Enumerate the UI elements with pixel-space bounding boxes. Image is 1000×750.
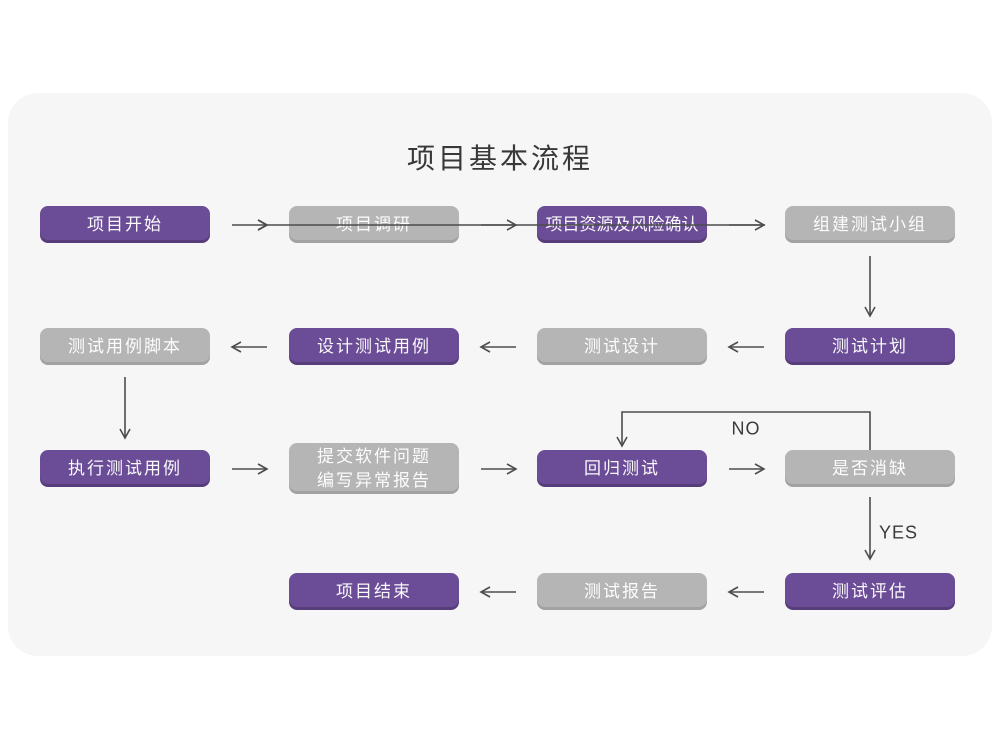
flow-node-label: 测试设计 [584,336,660,356]
flow-node-project-start: 项目开始 [40,206,210,243]
flow-node-defect-cleared: 是否消缺 [785,450,955,487]
flow-node-label: 测试评估 [832,581,908,601]
flow-node-test-plan: 测试计划 [785,328,955,365]
flow-node-label-line2: 编写异常报告 [317,470,431,490]
flow-node-label: 项目资源及风险确认 [545,214,699,234]
flow-node-label: 测试计划 [832,336,908,356]
flow-node-label: 项目调研 [336,214,412,234]
flow-node-label: 测试报告 [584,581,660,601]
flow-node-label: 测试用例脚本 [68,336,182,356]
flow-node-test-evaluation: 测试评估 [785,573,955,610]
flowchart-card [8,93,992,656]
no-branch-label: NO [731,418,761,439]
flow-node-label: 回归测试 [584,458,660,478]
flow-node-execute-test-cases: 执行测试用例 [40,450,210,487]
flow-node-label: 组建测试小组 [813,214,927,234]
flow-node-label-line1: 提交软件问题 [317,446,431,466]
flow-node-regression-test: 回归测试 [537,450,707,487]
flow-node-label: 项目结束 [336,581,412,601]
flow-node-label: 设计测试用例 [317,336,431,356]
flow-node-design-test-cases: 设计测试用例 [289,328,459,365]
flow-node-label: 执行测试用例 [68,458,182,478]
yes-branch-label: YES [879,522,919,543]
flow-node-test-report: 测试报告 [537,573,707,610]
flow-node-build-test-team: 组建测试小组 [785,206,955,243]
flow-node-label: 是否消缺 [832,458,908,478]
flow-node-test-design: 测试设计 [537,328,707,365]
flow-node-test-case-script: 测试用例脚本 [40,328,210,365]
page-title: 项目基本流程 [406,143,594,174]
flow-node-submit-issue-report: 提交软件问题 编写异常报告 [289,443,459,494]
flow-node-project-research: 项目调研 [289,206,459,243]
flow-node-project-end: 项目结束 [289,573,459,610]
flow-node-label: 项目开始 [87,214,163,234]
flow-node-resource-risk-confirm: 项目资源及风险确认 [537,206,707,243]
